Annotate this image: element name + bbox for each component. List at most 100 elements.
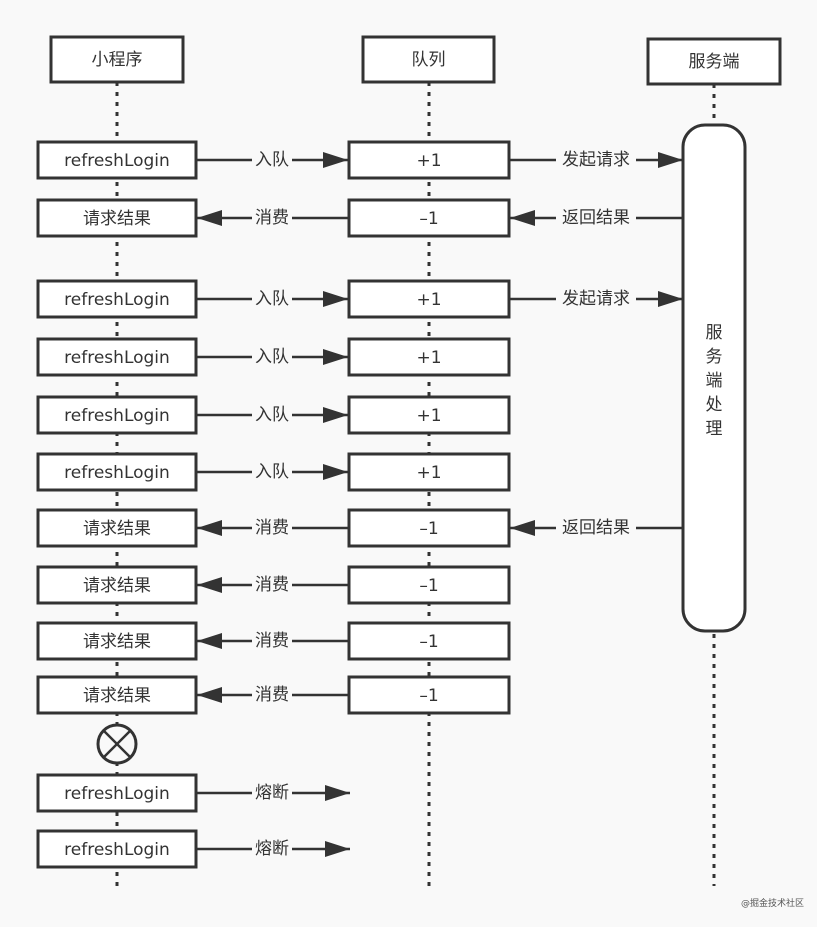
arrow-label-bg [556, 207, 636, 229]
arrow-label: 熔断 [255, 783, 289, 803]
miniprogram-step-box [36, 140, 198, 180]
arrowhead-right-icon [323, 464, 348, 480]
queue-count-label: –1 [419, 632, 438, 652]
arrowhead-right-icon [658, 152, 683, 168]
arrow-label: 入队 [255, 462, 289, 482]
queue-arrow: 消费 [197, 207, 348, 229]
arrow-label: 入队 [255, 289, 289, 309]
arrow-label-bg [556, 288, 636, 310]
lane-header-title: 小程序 [92, 50, 143, 70]
queue-arrow: 消费 [197, 684, 348, 706]
lane-header-title: 队列 [412, 50, 446, 70]
circuit-breaker-icon [96, 723, 138, 765]
message-row: refreshLogin+1入队发起请求 [36, 279, 683, 319]
queue-step-box [347, 198, 511, 238]
lane-header-box [646, 37, 782, 86]
activation-label-char: 处 [706, 395, 723, 415]
arrowhead-right-icon [323, 349, 348, 365]
miniprogram-step-label: 请求结果 [83, 519, 151, 539]
miniprogram-step-label: 请求结果 [83, 209, 151, 229]
miniprogram-step-box [36, 452, 198, 492]
arrowhead-left-icon [197, 210, 222, 226]
queue-step-box [347, 279, 511, 319]
arrow-label: 熔断 [255, 839, 289, 859]
message-row: refreshLogin+1入队发起请求 [36, 140, 683, 180]
message-row: refreshLogin+1入队 [36, 452, 511, 492]
arrow-label: 消费 [255, 575, 289, 595]
lane-header-box [361, 35, 496, 84]
arrow-label-bg [252, 684, 292, 706]
breaker-arrow: 熔断 [197, 782, 350, 804]
arrowhead-right-icon [323, 152, 348, 168]
miniprogram-step-box [36, 395, 198, 435]
activation-label-char: 端 [706, 371, 723, 391]
arrowhead-left-icon [510, 520, 535, 536]
arrowhead-left-icon [510, 210, 535, 226]
arrowhead-right-icon [325, 785, 350, 801]
arrow-label: 入队 [255, 347, 289, 367]
miniprogram-step-label: refreshLogin [64, 784, 170, 804]
arrow-label-bg [252, 461, 292, 483]
queue-count-label: –1 [419, 519, 438, 539]
arrow-label: 消费 [255, 518, 289, 538]
queue-arrow: 消费 [197, 517, 348, 539]
queue-step-box [347, 452, 511, 492]
arrowhead-right-icon [323, 407, 348, 423]
miniprogram-step-box [36, 279, 198, 319]
arrow-label-bg [252, 782, 292, 804]
queue-count-label: +1 [416, 151, 441, 171]
miniprogram-step-label: refreshLogin [64, 840, 170, 860]
queue-step-box [347, 140, 511, 180]
miniprogram-step-box [36, 337, 198, 377]
lane-header-queue: 队列 [361, 35, 496, 84]
queue-step-box [347, 395, 511, 435]
queue-step-box [347, 621, 511, 661]
arrow-label: 发起请求 [562, 289, 630, 309]
arrowhead-right-icon [323, 291, 348, 307]
miniprogram-step-label: refreshLogin [64, 463, 170, 483]
message-row: refreshLogin+1入队 [36, 337, 511, 377]
miniprogram-step-label: refreshLogin [64, 151, 170, 171]
server-arrow: 返回结果 [510, 517, 683, 539]
lane-header-miniprogram: 小程序 [49, 35, 185, 84]
arrow-label-bg [252, 288, 292, 310]
arrow-label: 入队 [255, 405, 289, 425]
arrowhead-right-icon [325, 841, 350, 857]
queue-arrow: 入队 [197, 461, 348, 483]
arrow-label: 发起请求 [562, 150, 630, 170]
arrow-label: 消费 [255, 631, 289, 651]
queue-arrow: 入队 [197, 288, 348, 310]
queue-count-label: –1 [419, 209, 438, 229]
arrow-label: 消费 [255, 685, 289, 705]
miniprogram-step-box [36, 829, 198, 869]
message-row: 请求结果 –1 消费 [36, 675, 511, 715]
lane-header-box [49, 35, 185, 84]
arrow-label-bg [252, 838, 292, 860]
queue-count-label: –1 [419, 686, 438, 706]
queue-count-label: +1 [416, 406, 441, 426]
queue-count-label: +1 [416, 348, 441, 368]
message-row: 请求结果–1消费 [36, 621, 511, 661]
miniprogram-step-label: refreshLogin [64, 406, 170, 426]
breaker-arrow: 熔断 [197, 838, 350, 860]
queue-arrow: 入队 [197, 404, 348, 426]
watermark: @掘金技术社区 [741, 897, 804, 909]
queue-arrow: 消费 [197, 630, 348, 652]
breaker-row: refreshLogin 熔断 [36, 773, 350, 813]
arrow-label-bg [252, 149, 292, 171]
arrow-label-bg [556, 517, 636, 539]
miniprogram-step-label: 请求结果 [83, 686, 151, 706]
arrowhead-left-icon [197, 577, 222, 593]
arrow-label: 返回结果 [562, 208, 630, 228]
arrow-label: 返回结果 [562, 518, 630, 538]
arrow-label-bg [252, 574, 292, 596]
message-row: refreshLogin +1 入队 [36, 395, 511, 435]
message-row: 请求结果 –1 消费 返回结果 [36, 198, 683, 238]
message-row: 请求结果 –1 消费 返回结果 [36, 508, 683, 548]
arrow-label-bg [252, 346, 292, 368]
arrowhead-left-icon [197, 633, 222, 649]
miniprogram-step-box [36, 621, 198, 661]
lane-header-server: 服务端 [646, 37, 782, 86]
arrow-label-bg [556, 149, 636, 171]
